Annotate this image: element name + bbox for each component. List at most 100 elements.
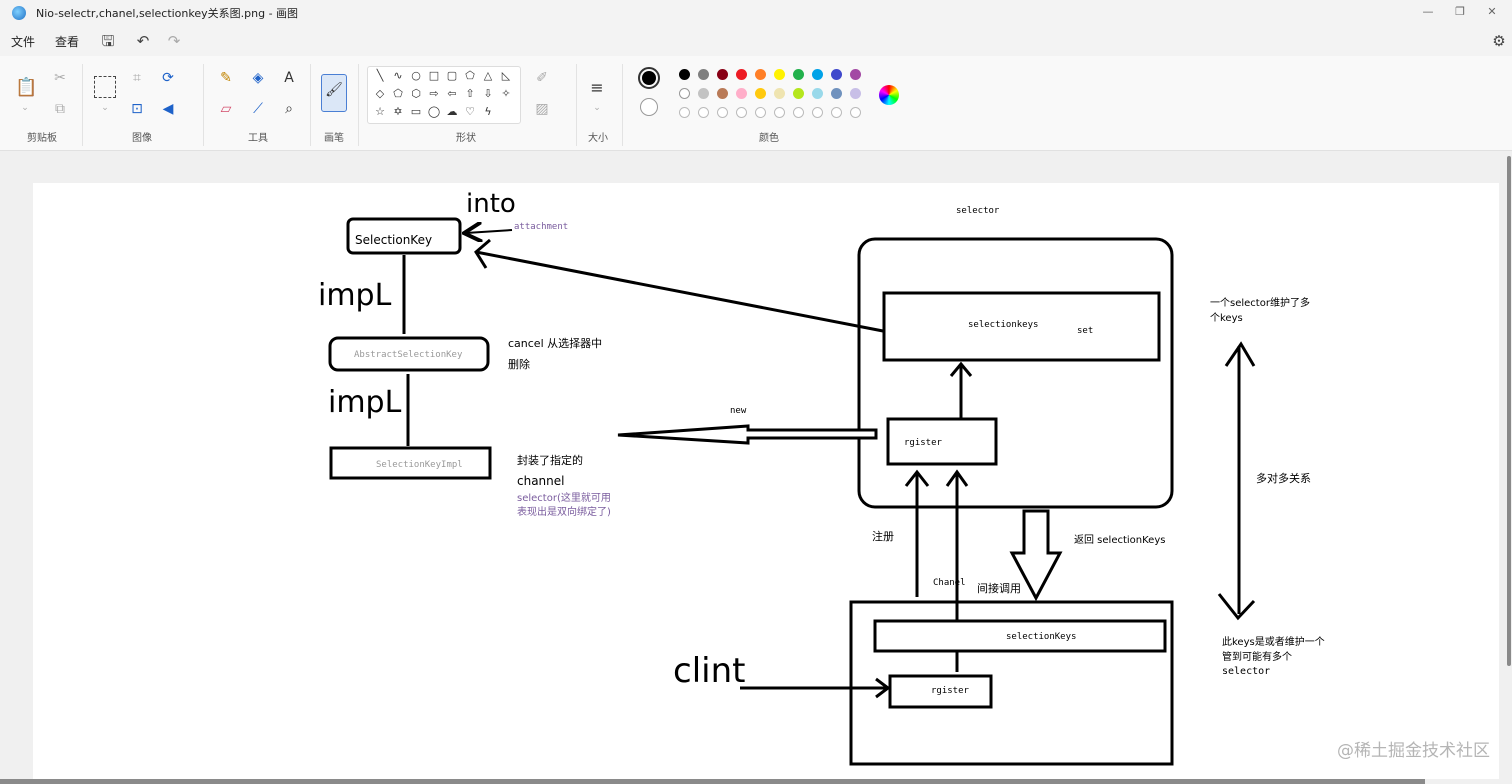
primary-color-swatch[interactable] — [638, 67, 660, 89]
down-arrow-shape-icon[interactable]: ⇩ — [483, 87, 493, 100]
size-icon[interactable]: ≡ — [590, 78, 604, 97]
rgister-bottom-box — [888, 674, 993, 709]
triangle-shape-icon[interactable]: △ — [483, 69, 493, 82]
six-point-star-shape-icon[interactable]: ✡ — [393, 105, 403, 118]
rotate-icon[interactable]: ⟳ — [162, 70, 174, 86]
diamond-shape-icon[interactable]: ◇ — [375, 87, 385, 100]
drawing-canvas[interactable] — [33, 183, 1499, 779]
color-swatch[interactable] — [793, 69, 804, 80]
color-swatch[interactable] — [831, 69, 842, 80]
rectangle-shape-icon[interactable]: □ — [428, 69, 440, 82]
up-arrow-shape-icon[interactable]: ⇧ — [465, 87, 475, 100]
indirect-call-arrowhead — [945, 469, 969, 487]
redo-icon[interactable]: ↷ — [167, 32, 181, 50]
four-point-star-shape-icon[interactable]: ✧ — [501, 87, 511, 100]
empty-color-swatch[interactable] — [698, 107, 709, 118]
flip-icon[interactable]: ◀ — [162, 101, 174, 117]
pentagon-shape-icon[interactable]: ⬠ — [393, 87, 403, 100]
menu-view[interactable]: 查看 — [55, 35, 80, 49]
line-shape-icon[interactable]: ╲ — [376, 69, 384, 82]
brush-icon[interactable]: 🖌 — [321, 74, 347, 112]
color-swatch[interactable] — [755, 69, 766, 80]
color-swatch[interactable] — [850, 88, 861, 99]
outline-icon[interactable]: ✐ — [536, 70, 548, 86]
empty-color-swatch[interactable] — [774, 107, 785, 118]
color-swatch[interactable] — [698, 69, 709, 80]
oval-callout-shape-icon[interactable]: ◯ — [427, 105, 441, 118]
empty-color-swatch[interactable] — [793, 107, 804, 118]
encapsulate-note-line2: channel — [517, 474, 564, 488]
empty-color-swatch[interactable] — [850, 107, 861, 118]
color-swatch[interactable] — [774, 69, 785, 80]
menu-file[interactable]: 文件 — [11, 35, 36, 49]
five-point-star-shape-icon[interactable]: ☆ — [375, 105, 385, 118]
handwritten-impl-label-1: impL — [318, 278, 392, 313]
empty-color-swatch[interactable] — [812, 107, 823, 118]
color-swatch[interactable] — [793, 88, 804, 99]
color-swatch[interactable] — [736, 88, 747, 99]
crop-icon[interactable]: ⌗ — [133, 70, 141, 86]
color-swatch[interactable] — [717, 88, 728, 99]
left-arrow-shape-icon[interactable]: ⇦ — [447, 87, 457, 100]
group-label-tools: 工具 — [248, 133, 268, 144]
rounded-rectangle-shape-icon[interactable]: ▢ — [446, 69, 458, 82]
heart-shape-icon[interactable]: ♡ — [465, 105, 475, 118]
right-triangle-shape-icon[interactable]: ◺ — [501, 69, 511, 82]
color-swatch[interactable] — [831, 88, 842, 99]
hexagon-shape-icon[interactable]: ⬡ — [411, 87, 421, 100]
cut-icon[interactable]: ✂ — [54, 70, 66, 86]
horizontal-scrollbar[interactable] — [0, 779, 1425, 784]
color-swatch[interactable] — [679, 69, 690, 80]
chevron-down-icon[interactable]: ⌄ — [593, 103, 601, 113]
cancel-note-line2: 删除 — [508, 357, 530, 371]
resize-icon[interactable]: ⊡ — [131, 101, 143, 117]
color-swatch[interactable] — [755, 88, 766, 99]
right-arrow-shape-icon[interactable]: ⇨ — [429, 87, 439, 100]
empty-color-swatch[interactable] — [831, 107, 842, 118]
undo-icon[interactable]: ↶ — [136, 32, 150, 50]
text-icon[interactable]: A — [284, 70, 294, 86]
oval-shape-icon[interactable]: ○ — [411, 69, 421, 82]
group-label-shapes: 形状 — [456, 133, 476, 144]
select-icon[interactable] — [94, 76, 116, 98]
maximize-icon[interactable]: ❐ — [1455, 5, 1465, 18]
pencil-icon[interactable]: ✎ — [220, 70, 232, 86]
empty-color-swatch[interactable] — [755, 107, 766, 118]
cloud-callout-shape-icon[interactable]: ☁ — [446, 105, 458, 118]
color-swatch[interactable] — [736, 69, 747, 80]
edit-colors-icon[interactable] — [879, 85, 899, 105]
fill-icon[interactable]: ◈ — [252, 70, 264, 86]
selectionkeyimpl-label: SelectionKeyImpl — [376, 460, 463, 470]
minimize-icon[interactable]: — — [1422, 5, 1434, 18]
separator — [310, 64, 311, 146]
empty-color-swatch[interactable] — [679, 107, 690, 118]
settings-icon[interactable]: ⚙ — [1492, 32, 1506, 50]
shape-fill-icon[interactable]: ▨ — [535, 101, 549, 117]
lightning-shape-icon[interactable]: ϟ — [484, 105, 492, 118]
empty-color-swatch[interactable] — [736, 107, 747, 118]
rect-callout-shape-icon[interactable]: ▭ — [410, 105, 422, 118]
color-swatch[interactable] — [812, 69, 823, 80]
color-picker-icon[interactable]: ⟋ — [253, 101, 263, 117]
color-swatch[interactable] — [812, 88, 823, 99]
color-swatch[interactable] — [679, 88, 690, 99]
secondary-color-swatch[interactable] — [640, 98, 658, 116]
vertical-scrollbar[interactable] — [1507, 156, 1511, 666]
copy-icon[interactable]: ⧉ — [55, 101, 65, 117]
indirect-call-label: 间接调用 — [977, 582, 1021, 595]
color-swatch[interactable] — [698, 88, 709, 99]
save-icon[interactable]: 🖫 — [101, 32, 115, 50]
chevron-down-icon[interactable]: ⌄ — [101, 103, 109, 113]
many-to-many-arrowhead-up — [1224, 341, 1256, 367]
paste-icon[interactable]: 📋 — [15, 77, 38, 98]
color-swatch[interactable] — [717, 69, 728, 80]
eraser-icon[interactable]: ▱ — [220, 101, 232, 117]
polygon-shape-icon[interactable]: ⬠ — [465, 69, 475, 82]
chevron-down-icon[interactable]: ⌄ — [21, 103, 29, 113]
empty-color-swatch[interactable] — [717, 107, 728, 118]
color-swatch[interactable] — [850, 69, 861, 80]
curve-shape-icon[interactable]: ∿ — [393, 69, 403, 82]
magnifier-icon[interactable]: ⌕ — [285, 101, 293, 117]
close-icon[interactable]: ✕ — [1487, 5, 1497, 18]
color-swatch[interactable] — [774, 88, 785, 99]
